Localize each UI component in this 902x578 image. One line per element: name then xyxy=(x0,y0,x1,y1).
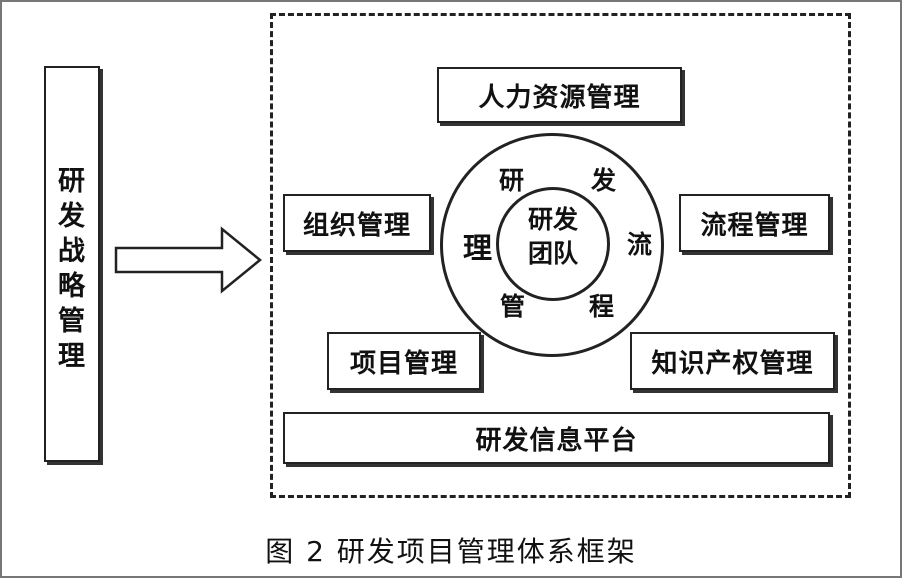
rd-team-line-2: 团队 xyxy=(527,239,578,268)
org-management-label: 组织管理 xyxy=(302,210,411,241)
strategy-char: 战 xyxy=(58,236,86,267)
ring-char: 程 xyxy=(589,292,615,321)
ring-char: 理 xyxy=(463,231,493,265)
rd-info-platform-label: 研发信息平台 xyxy=(475,425,638,456)
strategy-char: 管 xyxy=(58,306,86,337)
project-management-label: 项目管理 xyxy=(349,348,458,379)
hr-management-label: 人力资源管理 xyxy=(478,82,641,113)
strategy-char: 发 xyxy=(58,201,86,232)
strategy-char: 理 xyxy=(58,341,86,372)
figure-caption: 图 2 研发项目管理体系框架 xyxy=(265,535,637,568)
ip-management-box: 知识产权管理 xyxy=(630,332,835,390)
org-management-box: 组织管理 xyxy=(283,194,431,252)
right-arrow-icon xyxy=(114,226,262,294)
hr-management-box: 人力资源管理 xyxy=(437,67,682,123)
system-boundary xyxy=(270,13,851,498)
rd-team-line-1: 研发 xyxy=(527,205,578,234)
ring-char: 研 xyxy=(499,166,525,195)
ring-char: 发 xyxy=(591,166,617,195)
ring-char: 管 xyxy=(500,292,526,321)
strategy-char: 略 xyxy=(58,271,86,302)
process-management-box: 流程管理 xyxy=(679,194,830,252)
strategy-char: 研 xyxy=(58,166,86,197)
strategy-box: 研 发 战 略 管 理 xyxy=(44,66,100,462)
ip-management-label: 知识产权管理 xyxy=(651,348,814,379)
rd-team-circle xyxy=(496,187,610,301)
rd-info-platform-box: 研发信息平台 xyxy=(283,412,830,464)
ring-char: 流 xyxy=(627,230,653,259)
process-management-label: 流程管理 xyxy=(700,210,809,241)
rd-team-label: 研发 团队 xyxy=(516,203,590,271)
project-management-box: 项目管理 xyxy=(327,332,481,390)
